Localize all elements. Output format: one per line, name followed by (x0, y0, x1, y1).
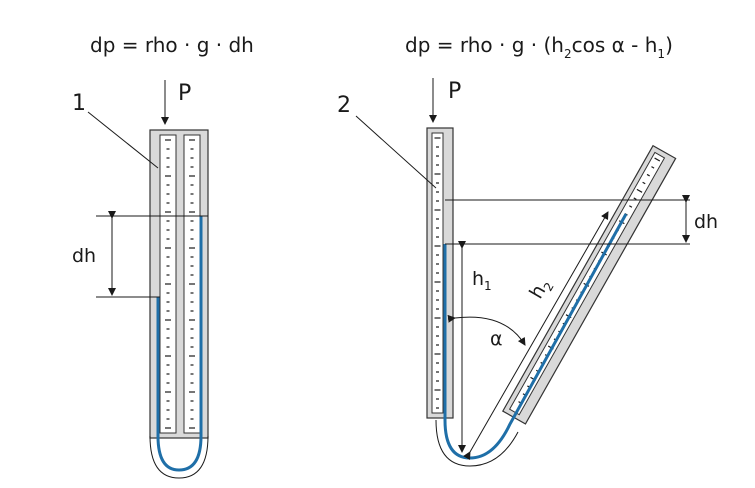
callout-1: 1 (72, 91, 86, 116)
alpha-arc (447, 314, 526, 346)
formula-right-main: dp = rho · g · (h (405, 33, 564, 57)
scale-tick (636, 188, 643, 193)
right-pressure-label: P (448, 79, 461, 104)
h1-label: h1 (472, 268, 492, 293)
left-liquid (156, 216, 203, 472)
h2-label: h2 (525, 274, 556, 304)
u-tube-manometer: dh P 1 (72, 80, 209, 479)
scale-tick (633, 197, 637, 200)
formula-left: dp = rho · g · dh (90, 33, 254, 57)
formula-right-mid: cos α - h (572, 33, 658, 57)
scale-tick (646, 173, 650, 177)
inclined-manometer: dh h1 h2 α P 2 (337, 78, 718, 467)
scale-tick (629, 205, 633, 208)
formula-right: dp = rho · g · (h2cos α - h1) (405, 33, 673, 61)
alpha-label: α (490, 328, 503, 350)
formula-right-end: ) (665, 33, 673, 57)
scale-tick (654, 157, 661, 162)
callout-2: 2 (337, 93, 351, 118)
formula-right-sub2: 2 (564, 47, 572, 61)
vertical-scale-ticks (434, 137, 441, 409)
left-dh-label: dh (72, 245, 96, 267)
left-scale-ticks (165, 139, 195, 429)
formula-right-sub1: 1 (657, 47, 665, 61)
left-bend-outline (149, 435, 209, 479)
h2-arrow (463, 211, 609, 461)
scale-tick (651, 166, 655, 169)
left-pressure-label: P (178, 81, 191, 106)
callout-2-leader (355, 115, 437, 189)
right-dh-label: dh (694, 211, 718, 233)
scale-tick (642, 181, 646, 185)
callout-1-leader (87, 111, 159, 169)
